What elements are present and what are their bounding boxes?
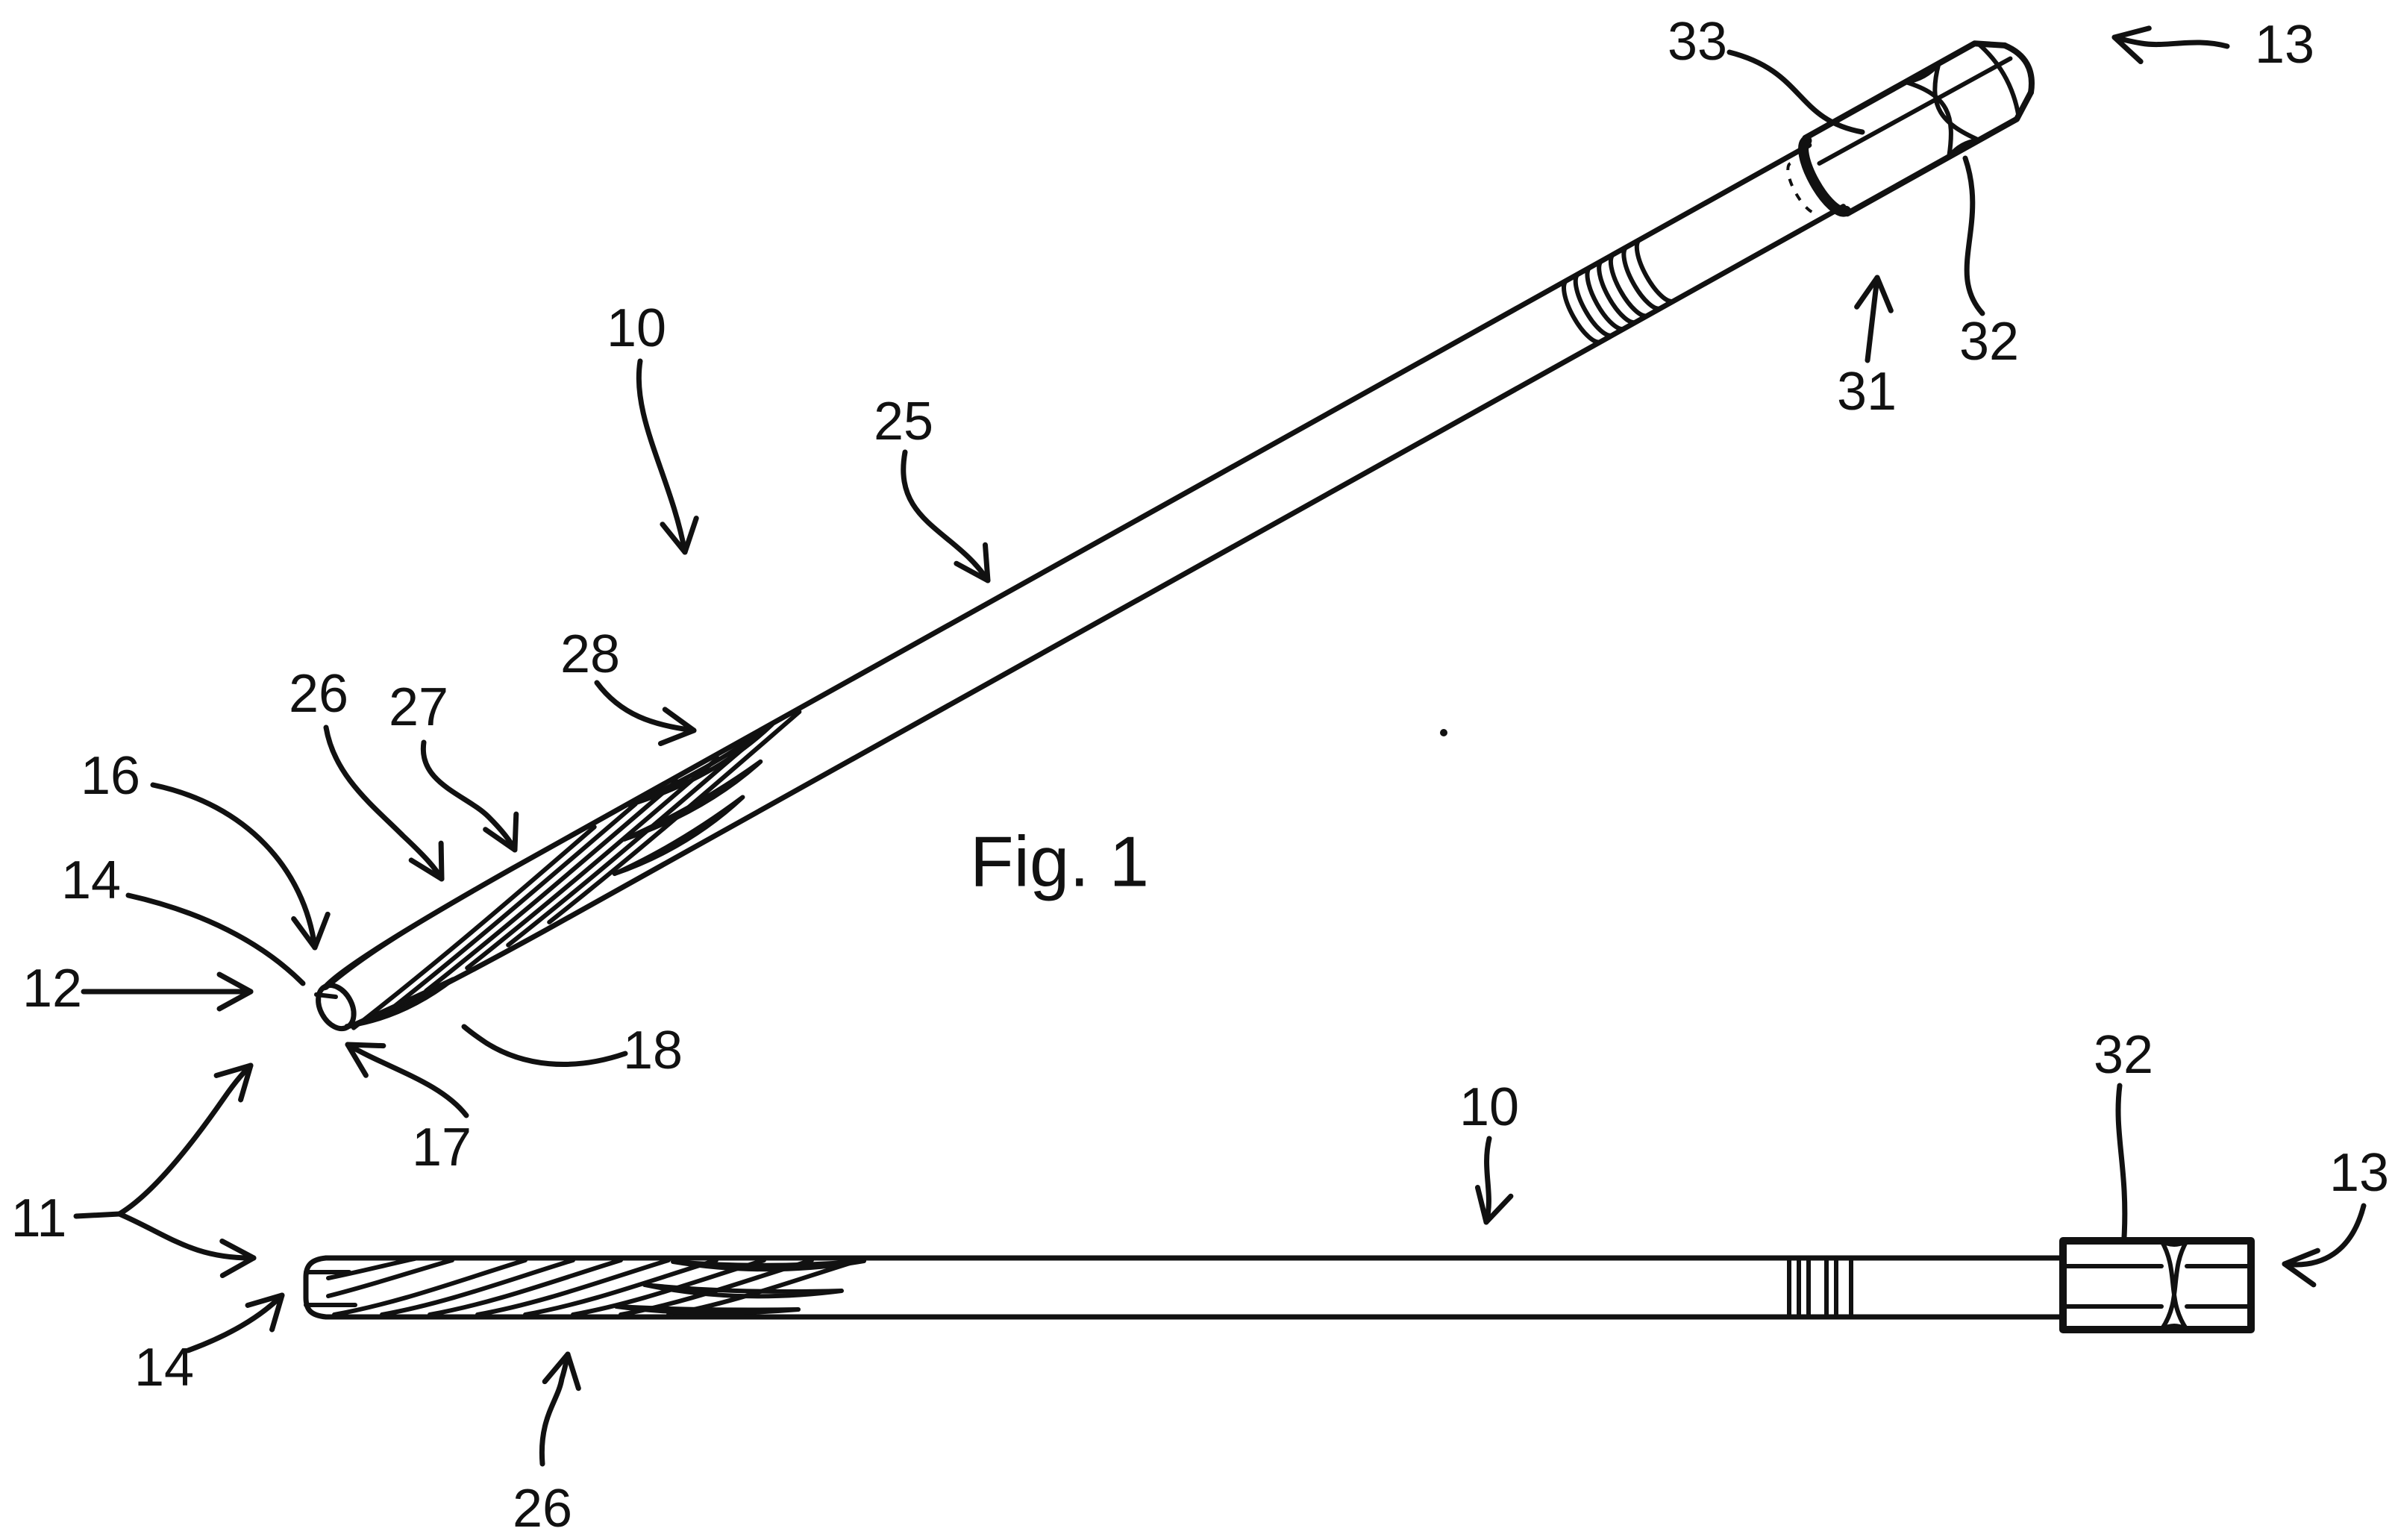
ref-11-leader-upper-branch [116,1062,254,1217]
ref-11-leader-stem [73,1211,122,1219]
hex-bottom-edge [1844,89,2035,217]
ref-label-27: 27 [389,677,448,737]
ref-28-leader [594,680,697,747]
ref-31-arrow [1854,275,1894,363]
ref-label-31: 31 [1837,362,1897,422]
hex-end-cap [2001,42,2035,96]
ref-label-14-top: 14 [61,851,121,910]
ref-18-leader [461,1024,628,1068]
ref-label-25: 25 [874,392,933,451]
ref-label-17: 17 [412,1118,472,1177]
hex-coupling-shank [1786,40,2035,217]
ref-label-11: 11 [11,1189,67,1248]
ref-33-leader [1726,49,1865,135]
notch-edge-dip [1903,61,1941,84]
depth-ring-grooves [1787,1256,1853,1319]
tip-heel-lip [350,977,456,1028]
ref-13-bottom-arrow [2282,1203,2367,1288]
retention-notch [1932,61,1982,143]
ref-label-10-bottom: 10 [1459,1077,1519,1137]
ref-label-18: 18 [623,1021,683,1080]
reamer-body-perspective [316,40,2035,1032]
ref-27-leader [420,739,519,853]
ref-label-13-bottom: 13 [2329,1143,2389,1203]
ref-26-top-leader [323,724,445,882]
ref-10-bottom-leader [1474,1136,1514,1225]
flute-line [465,756,720,971]
ref-13-top-arrow [2111,25,2230,65]
hex-end-face-line [1975,41,2021,119]
shank-outline [2059,1237,2255,1333]
ref-10-top-leader [636,358,699,555]
notch-edge-dip [2159,1324,2189,1332]
ref-label-12: 12 [22,959,82,1018]
leader-lines [73,25,2367,1467]
tip-upper-chamfer-line [324,923,417,990]
hex-coupling-shank [2059,1237,2255,1333]
ref-label-32-bottom: 32 [2094,1025,2153,1085]
shaft-bottom-edge [344,204,1847,1030]
ref-32-top-leader [1962,155,1985,316]
ref-label-33: 33 [1668,12,1727,72]
notch-edge-dip [2159,1239,2189,1247]
flute-line [351,824,597,1030]
hex-ridge-line [1817,56,2013,166]
ref-17-leader [345,1042,469,1118]
ref-32-bottom-leader [2115,1083,2128,1240]
tip-end-cap [303,1255,329,1320]
ref-label-16: 16 [81,746,140,806]
ref-14-top-leader [125,892,306,986]
flute-line [506,733,761,948]
notch-edge-dip [1947,137,1982,160]
flute-runout [612,795,745,877]
flute-runout [622,759,763,842]
side-view [303,1237,2255,1333]
cannula-rim-tick [314,992,338,999]
ref-label-28: 28 [560,625,620,684]
flute-line [383,801,638,1016]
depth-ring-grooves [1562,237,1676,345]
hidden-edge [1786,162,1819,215]
ref-label-14-bottom: 14 [134,1338,194,1397]
ref-label-13-top: 13 [2255,15,2314,75]
figure-caption: Fig. 1 [970,822,1149,902]
ref-16-leader [150,782,331,951]
ref-14-bottom-leader [185,1292,285,1353]
hex-top-edge [1802,40,2008,141]
coupling-collar [1798,135,1852,217]
flute-line [424,778,679,993]
ref-label-26-top: 26 [289,664,348,724]
ref-label-10-top: 10 [607,298,666,358]
reference-numerals: 33 13 10 25 31 32 26 27 28 16 14 12 18 1… [11,12,2389,1539]
flute-runout [627,722,774,807]
perspective-view [314,40,2035,1032]
ref-25-leader [901,449,991,583]
retention-notch [1903,79,1953,160]
ref-26-bottom-leader [539,1351,581,1467]
flute-runouts [614,1259,866,1315]
ref-label-32-top: 32 [1959,312,2019,372]
retention-notch [2159,1239,2189,1332]
ref-label-26-bottom: 26 [513,1479,572,1539]
ref-11-leader-lower-branch [116,1211,257,1278]
stray-dot [1440,729,1447,736]
